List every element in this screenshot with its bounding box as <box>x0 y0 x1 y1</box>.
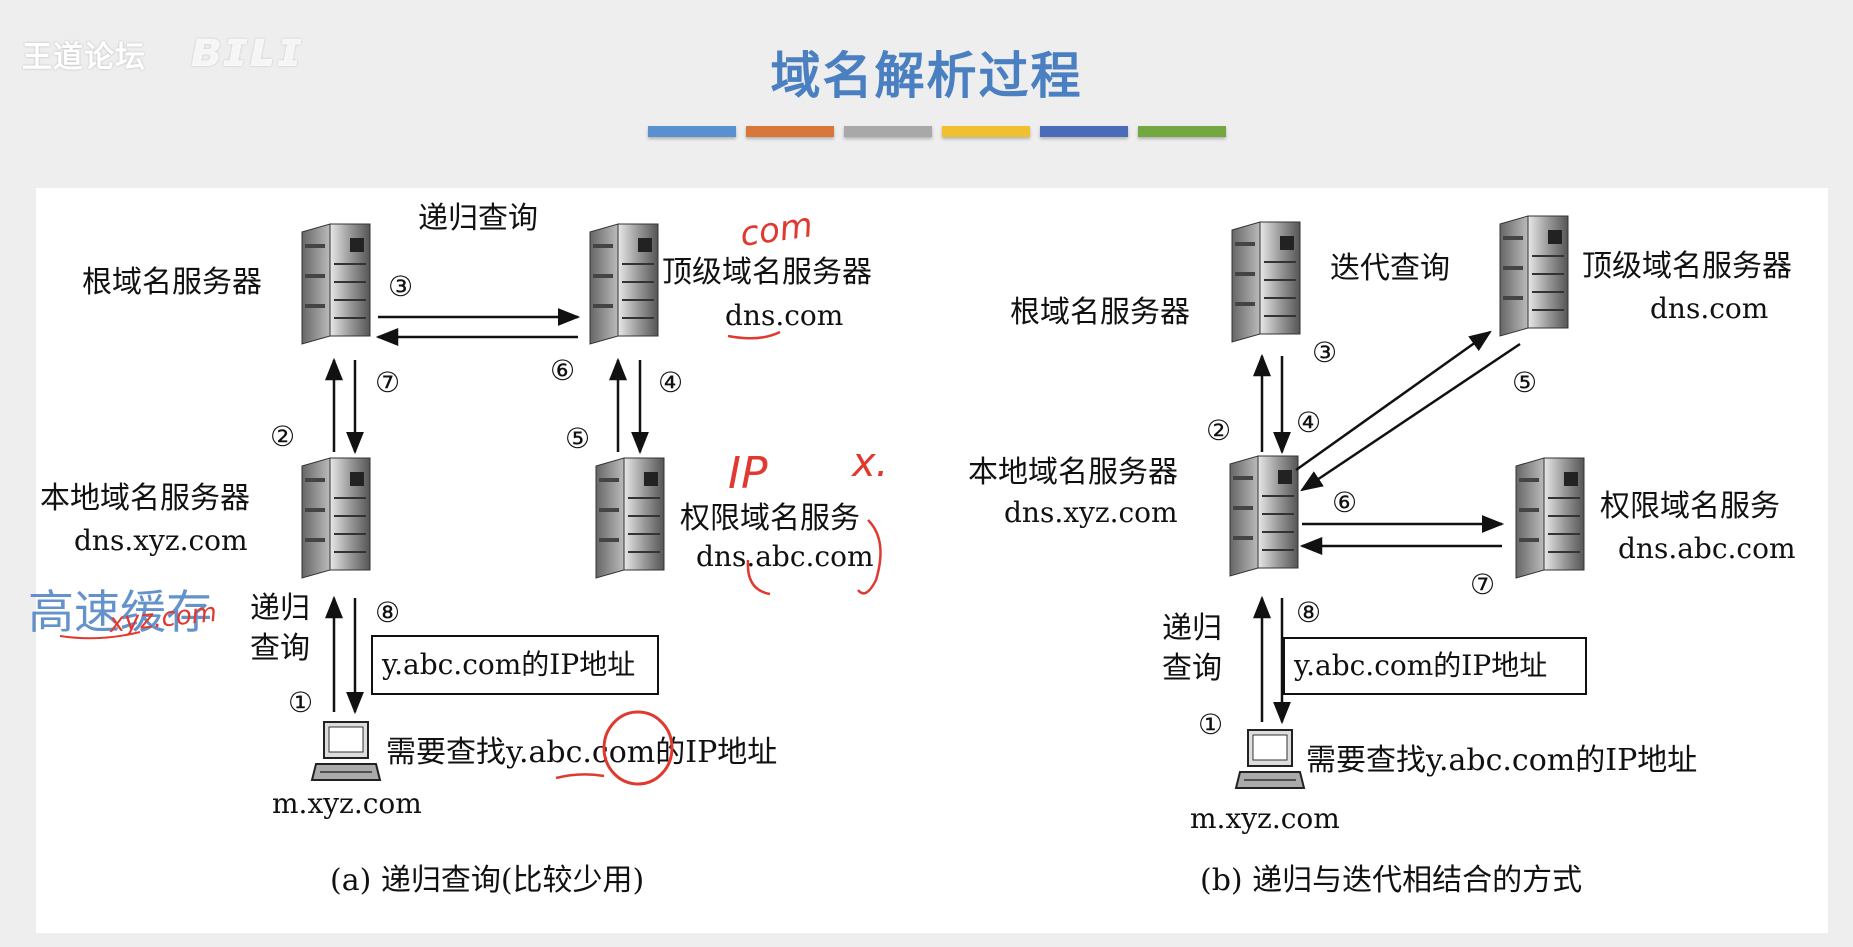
b-step-8: ⑧ <box>1296 596 1321 629</box>
a-step-1: ① <box>288 686 313 719</box>
a-query-label-1: 递归 <box>250 591 310 626</box>
b-caption: (b) 递归与迭代相结合的方式 <box>1200 863 1582 898</box>
a-local-server-icon <box>301 457 371 579</box>
diagram-a: 递归查询 根域名服务器 顶级域名服务器 dns.com 本地域名服务器 dns.… <box>40 201 874 898</box>
b-step-3: ③ <box>1312 336 1337 369</box>
b-root-label: 根域名服务器 <box>1010 295 1190 330</box>
a-mode-label: 递归查询 <box>418 201 538 236</box>
a-step-6: ⑥ <box>550 354 575 387</box>
annotation-cache-underline <box>59 631 141 640</box>
a-answer-text: y.abc.com的IP地址 <box>381 648 635 681</box>
b-step-1: ① <box>1198 708 1223 741</box>
annotation-com: com <box>738 205 815 255</box>
watermark-logo: ʙɪʟɪ <box>190 20 304 78</box>
a-local-host: dns.xyz.com <box>74 524 248 557</box>
b-tld-host: dns.com <box>1650 292 1768 325</box>
annotation-cache-note: 高速缓存 <box>28 585 212 639</box>
b-local-host: dns.xyz.com <box>1004 496 1178 529</box>
a-tld-label: 顶级域名服务器 <box>662 255 872 290</box>
b-auth-server-icon <box>1515 457 1585 579</box>
annotation-ip: IP <box>728 448 768 499</box>
a-step-5: ⑤ <box>565 422 590 455</box>
annotation-tld-underline <box>727 330 781 340</box>
a-client-host: m.xyz.com <box>272 787 422 820</box>
b-answer-box <box>1283 637 1587 695</box>
annotation-hook <box>746 559 771 596</box>
color-bar-5 <box>1040 126 1128 137</box>
b-client-request: 需要查找y.abc.com的IP地址 <box>1306 743 1697 778</box>
annotation-x: x. <box>850 440 888 486</box>
a-auth-label: 权限域名服务 <box>680 501 860 536</box>
b-step-6: ⑥ <box>1332 486 1357 519</box>
b-auth-host: dns.abc.com <box>1618 532 1796 565</box>
watermark-text: 王道论坛 <box>22 40 146 75</box>
b-answer-text: y.abc.com的IP地址 <box>1293 649 1547 682</box>
a-step-3: ③ <box>388 270 413 303</box>
b-client-pc-icon <box>1235 729 1305 789</box>
a-auth-server-icon <box>595 457 665 579</box>
b-step-2: ② <box>1206 414 1231 447</box>
b-local-label: 本地域名服务器 <box>968 455 1178 490</box>
color-bar-6 <box>1138 126 1226 137</box>
color-bar-3 <box>844 126 932 137</box>
a-step-4: ④ <box>658 366 683 399</box>
a-root-server-icon <box>301 223 371 345</box>
page-title: 域名解析过程 <box>770 47 1083 105</box>
a-step-8: ⑧ <box>375 596 400 629</box>
color-bar-2 <box>746 126 834 137</box>
a-local-label: 本地域名服务器 <box>40 481 250 516</box>
a-step-7: ⑦ <box>375 366 400 399</box>
annotation-circle-com <box>602 710 674 786</box>
a-client-pc-icon <box>311 721 381 781</box>
a-caption: (a) 递归查询(比较少用) <box>330 863 644 898</box>
b-step-4: ④ <box>1296 406 1321 439</box>
color-bar-1 <box>648 126 736 137</box>
b-arrow-step5 <box>1300 342 1521 492</box>
a-root-label: 根域名服务器 <box>82 265 262 300</box>
b-auth-label: 权限域名服务 <box>1600 489 1780 524</box>
b-tld-label: 顶级域名服务器 <box>1582 249 1792 284</box>
b-step-7: ⑦ <box>1470 568 1495 601</box>
a-auth-host: dns.abc.com <box>696 540 874 573</box>
a-answer-box <box>371 635 659 695</box>
handwritten-annotations: com IP x. 高速缓存 xyz.com <box>28 205 888 786</box>
annotation-underline-y <box>555 773 605 780</box>
color-bar-4 <box>942 126 1030 137</box>
a-tld-host: dns.com <box>725 299 843 332</box>
b-step-5: ⑤ <box>1512 366 1537 399</box>
b-local-server-icon <box>1229 455 1299 577</box>
b-arrow-step4 <box>1295 330 1492 472</box>
annotation-bracket <box>857 519 882 595</box>
a-step-2: ② <box>270 420 295 453</box>
diagram-b: 迭代查询 根域名服务器 顶级域名服务器 dns.com 本地域名服务器 dns.… <box>968 215 1796 898</box>
b-client-host: m.xyz.com <box>1190 802 1340 835</box>
b-tld-server-icon <box>1499 215 1569 337</box>
a-query-label-2: 查询 <box>250 631 310 666</box>
b-query-label-2: 查询 <box>1162 651 1222 686</box>
a-client-request: 需要查找y.abc.com的IP地址 <box>386 735 777 770</box>
b-mode-label: 迭代查询 <box>1330 251 1450 286</box>
a-tld-server-icon <box>589 223 659 345</box>
b-query-label-1: 递归 <box>1162 611 1222 646</box>
b-root-server-icon <box>1231 221 1301 343</box>
